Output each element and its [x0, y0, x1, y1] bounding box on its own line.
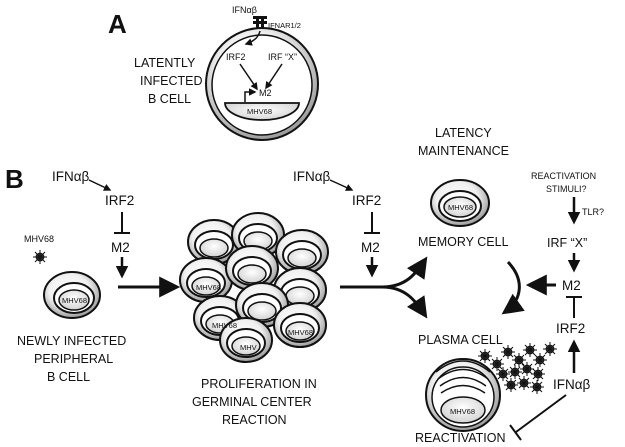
latency-label-2: MAINTENANCE: [418, 144, 509, 158]
gc-label-1: PROLIFERATION IN: [201, 377, 317, 391]
branch-up-arrow: [381, 256, 428, 289]
episome: [224, 102, 300, 121]
stimuli-label-1: REACTIVATION: [531, 171, 596, 181]
panel-a-irfx: IRF “X”: [268, 52, 297, 62]
panel-a-irf2: IRF2: [226, 52, 246, 62]
newly-label-1: NEWLY INFECTED: [17, 334, 126, 348]
stimuli-label-2: STIMULI?: [546, 184, 587, 194]
gc-virus-4: MHV: [240, 343, 257, 352]
panel-a-receptor-label: IFNAR1/2: [268, 21, 301, 30]
gc-virus-2: MHV68: [212, 321, 237, 330]
mid-ifn: IFNαβ: [293, 169, 331, 184]
panel-b-letter: B: [5, 164, 24, 194]
mid-m2: M2: [361, 240, 380, 255]
m2-promoter-arrow: [244, 88, 257, 102]
panel-a-letter: A: [108, 9, 127, 39]
gc-label-3: REACTION: [222, 413, 287, 427]
receptor-to-irf2-arrow: [244, 30, 261, 46]
right-irfx: IRF “X”: [547, 236, 587, 250]
left-ifn: IFNαβ: [52, 169, 90, 184]
panel-a-virus: MHV68: [247, 107, 272, 116]
plasma-label: PLASMA CELL: [418, 333, 503, 347]
right-irf2: IRF2: [556, 321, 585, 336]
latency-label-1: LATENCY: [435, 126, 492, 140]
memory-to-plasma-arrow: [501, 260, 525, 315]
mid-irf2: IRF2: [352, 193, 381, 208]
latent-label-1: LATENTLY: [134, 56, 196, 70]
panel-b: B IFNαβ IRF2 M2 MHV68 MHV68 NEWLY INFECT…: [5, 126, 604, 445]
irf2-to-m2-arrow: [239, 63, 258, 91]
gc-label-2: GERMINAL CENTER: [192, 395, 312, 409]
plasma-cell: [425, 358, 501, 432]
irfx-to-m2-arrow: [265, 63, 283, 90]
mid-ifn-arrow: [329, 179, 354, 191]
reactivation-label: REACTIVATION: [415, 431, 506, 445]
ifn-inhibit-reactivation: [515, 394, 567, 433]
panel-a-m2: M2: [259, 88, 272, 98]
gc-virus-3: MHV68: [288, 328, 313, 337]
newly-infected-virus: MHV68: [62, 296, 87, 305]
ifn-inhibit-reactivation-bar: [509, 424, 522, 441]
right-ifn: IFNαβ: [553, 377, 591, 392]
newly-label-3: B CELL: [47, 370, 90, 384]
memory-cell: [430, 179, 490, 227]
memory-virus: MHV68: [448, 203, 473, 212]
receptor-icon: [253, 16, 267, 28]
right-m2: M2: [562, 278, 581, 293]
left-irf2: IRF2: [105, 193, 134, 208]
free-virion-icon: [32, 249, 48, 265]
tlr-label: TLR?: [582, 207, 604, 217]
branch-down-arrow: [381, 285, 428, 319]
left-m2: M2: [111, 240, 130, 255]
latent-label-2: INFECTED: [140, 74, 203, 88]
panel-a-ifn-label: IFNαβ: [232, 5, 257, 15]
free-virus-label: MHV68: [24, 234, 54, 244]
left-ifn-arrow: [88, 179, 112, 191]
gc-virus-1: MHV68: [196, 283, 221, 292]
panel-a: A IFNαβ IFNAR1/2 IRF2 IRF “X” M2 MHV68 L…: [108, 5, 319, 141]
newly-infected-cell: [43, 271, 101, 319]
newly-label-2: PERIPHERAL: [34, 352, 113, 366]
memory-label: MEMORY CELL: [418, 235, 509, 249]
plasma-virus: MHV68: [450, 407, 475, 416]
latent-label-3: B CELL: [148, 92, 191, 106]
